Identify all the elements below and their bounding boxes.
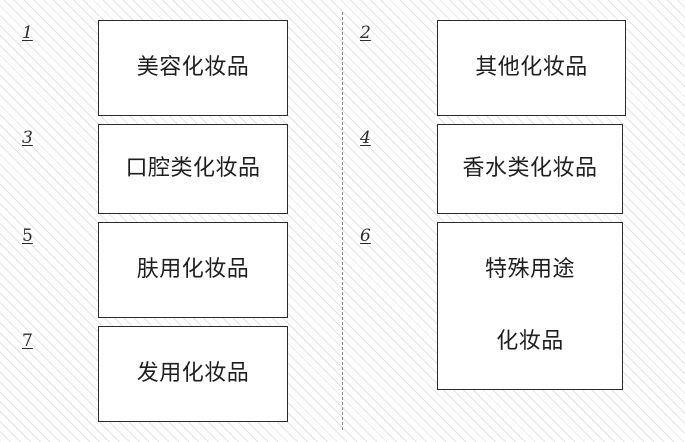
category-label-7: 发用化妆品 (136, 360, 250, 386)
item-number-7: 7 (22, 331, 33, 351)
center-divider (342, 12, 343, 430)
category-label-6-line2: 化妆品 (496, 329, 564, 354)
category-box-7: 发用化妆品 (98, 326, 288, 422)
item-number-4: 4 (360, 128, 371, 148)
category-label-4: 香水类化妆品 (462, 155, 598, 181)
category-label-1: 美容化妆品 (136, 54, 250, 80)
item-number-6: 6 (360, 226, 371, 246)
category-box-6: 特殊用途 化妆品 (437, 222, 623, 390)
item-number-1: 1 (22, 23, 33, 43)
category-box-3: 口腔类化妆品 (98, 124, 288, 214)
item-number-2: 2 (360, 23, 371, 43)
category-box-2: 其他化妆品 (437, 20, 626, 116)
category-box-4: 香水类化妆品 (437, 124, 623, 214)
item-number-3: 3 (22, 128, 33, 148)
category-label-2: 其他化妆品 (475, 54, 588, 80)
category-box-5: 肤用化妆品 (98, 222, 288, 318)
category-label-5: 肤用化妆品 (136, 256, 250, 282)
category-label-3: 口腔类化妆品 (125, 155, 261, 181)
category-label-6-line1: 特殊用途 (484, 256, 575, 282)
item-number-5: 5 (22, 226, 33, 246)
category-box-1: 美容化妆品 (98, 20, 288, 116)
